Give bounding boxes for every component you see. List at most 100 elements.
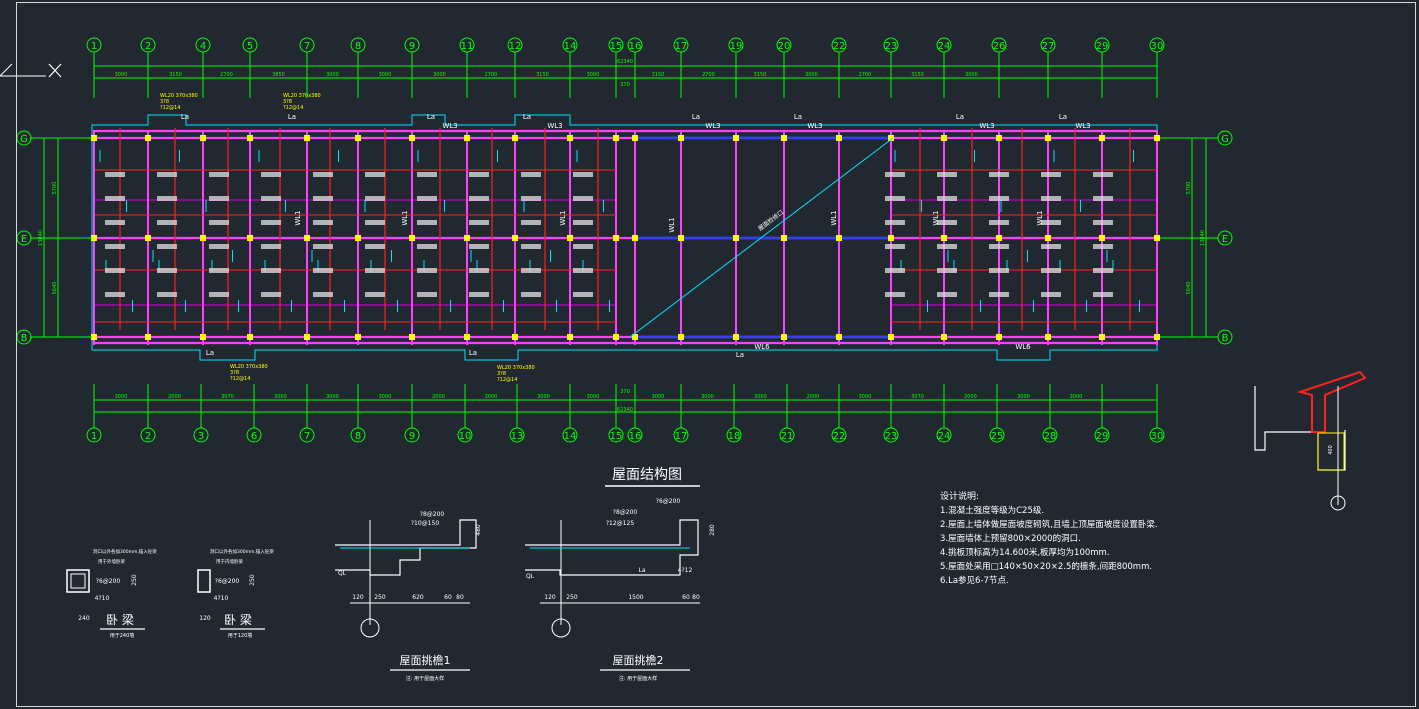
segment-dimension: 3000 — [326, 394, 339, 400]
column-dot — [1045, 235, 1051, 241]
rebar-note-mark — [521, 172, 541, 177]
wall-beam-label: WL1 — [830, 210, 838, 225]
rebar-note-mark — [313, 268, 333, 273]
notes-title: 设计说明: — [940, 490, 979, 502]
rebar-note-mark — [157, 292, 177, 297]
axis-number: 27 — [1042, 41, 1055, 52]
rebar-note-mark — [989, 220, 1009, 225]
segment-dimension: 3150 — [169, 72, 182, 78]
axis-bubble — [883, 427, 899, 443]
column-dot — [409, 135, 415, 141]
tag-text: ?12@14 — [283, 105, 303, 111]
rebar-note-mark — [1093, 268, 1113, 273]
segment-dimension: 2700 — [859, 72, 872, 78]
axis-number: 4 — [200, 41, 206, 52]
tag-text: ?12@14 — [230, 376, 250, 382]
segment-dimension: 3150 — [652, 72, 665, 78]
detail-label: 400 — [1328, 445, 1334, 455]
eave-label: QL — [338, 570, 347, 577]
rebar-note-mark — [885, 220, 905, 225]
beam-label: WL3 — [547, 122, 562, 130]
column-dot — [512, 334, 518, 340]
axis-bubble — [350, 37, 366, 53]
beam-label: La — [956, 113, 964, 121]
wall-beam-label: WL1 — [401, 210, 409, 225]
segment-dimension: 3070 — [221, 394, 234, 400]
axis-number: 15 — [610, 431, 623, 442]
rebar-note-mark — [157, 196, 177, 201]
beam-note: 250 — [131, 574, 138, 586]
axis-bubble — [299, 37, 315, 53]
row-letter: B — [1222, 333, 1229, 344]
rebar-note-mark — [885, 292, 905, 297]
axis-number: 8 — [355, 41, 361, 52]
rebar-note-mark — [261, 172, 281, 177]
axis-number: 1 — [91, 41, 97, 52]
axis-number: 30 — [1151, 41, 1164, 52]
column-dot — [409, 334, 415, 340]
rebar-note-mark — [885, 268, 905, 273]
beam-label: La — [288, 113, 296, 121]
eave-label: 250 — [566, 594, 578, 601]
axis-number: 24 — [938, 431, 951, 442]
column-dot — [632, 235, 638, 241]
axis-bubble — [246, 427, 262, 443]
rebar-note-mark — [157, 244, 177, 249]
axis-number: 23 — [885, 431, 898, 442]
axis-bubble — [509, 427, 525, 443]
eave-label: 80 — [456, 594, 464, 601]
column-dot — [464, 135, 470, 141]
eave-label: 80 — [692, 594, 700, 601]
column-dot — [464, 235, 470, 241]
row-letter: E — [21, 234, 27, 245]
axis-bubble — [562, 37, 578, 53]
axis-bubble — [195, 37, 211, 53]
axis-number: 28 — [1044, 431, 1057, 442]
wall-beam-label: WL1 — [1036, 210, 1044, 225]
rebar-note-mark — [105, 244, 125, 249]
segment-dimension: 3150 — [754, 72, 767, 78]
rebar-note-mark — [313, 196, 333, 201]
axis-bubble — [989, 427, 1005, 443]
rebar-note-mark — [1041, 268, 1061, 273]
rebar-note-mark — [573, 268, 593, 273]
section-note: 用于120墙 — [228, 632, 253, 639]
rebar-note-mark — [209, 292, 229, 297]
section-details: 洞口以外各加300mm,锚入砼梁用于外墙卧梁?6@2004?10240250卧 … — [66, 498, 716, 682]
segment-dimension: 3150 — [536, 72, 549, 78]
rebar-note-mark — [1041, 196, 1061, 201]
row-letter: E — [1222, 234, 1228, 245]
rebar-note-mark — [157, 220, 177, 225]
rebar-note-mark — [365, 244, 385, 249]
axis-number: 2 — [145, 431, 151, 442]
axis-number: 16 — [629, 41, 642, 52]
axis-bubble — [193, 427, 209, 443]
rebar-note-mark — [313, 244, 333, 249]
eave-label: 4?12 — [678, 567, 693, 574]
axis-number: 20 — [778, 41, 791, 52]
rebar-note-mark — [937, 292, 957, 297]
rebar-note-mark — [365, 220, 385, 225]
beam-label: La — [469, 349, 477, 357]
axis-number: 24 — [938, 41, 951, 52]
eave-axis-bubble — [360, 618, 380, 638]
axis-number: 17 — [675, 431, 688, 442]
beam-note: ?6@200 — [96, 578, 121, 585]
segment-dimension: 3000 — [587, 72, 600, 78]
column-dot — [733, 135, 739, 141]
rebar-note-mark — [1093, 292, 1113, 297]
detail-outline — [1254, 386, 1346, 471]
segment-dimension: 3850 — [272, 72, 285, 78]
rebar-note-mark — [573, 292, 593, 297]
axis-number: 13 — [511, 431, 524, 442]
segment-dimension: 3000 — [587, 394, 600, 400]
rebar-note-mark — [365, 196, 385, 201]
beam-label: La — [427, 113, 435, 121]
plan-title: 屋面结构图 — [605, 467, 700, 487]
wall-beam-label: WL1 — [932, 210, 940, 225]
column-dot — [145, 334, 151, 340]
rebar-note-mark — [105, 268, 125, 273]
beam-note: 洞口以外各加300mm,锚入砼梁 — [210, 548, 274, 555]
column-dot — [145, 235, 151, 241]
